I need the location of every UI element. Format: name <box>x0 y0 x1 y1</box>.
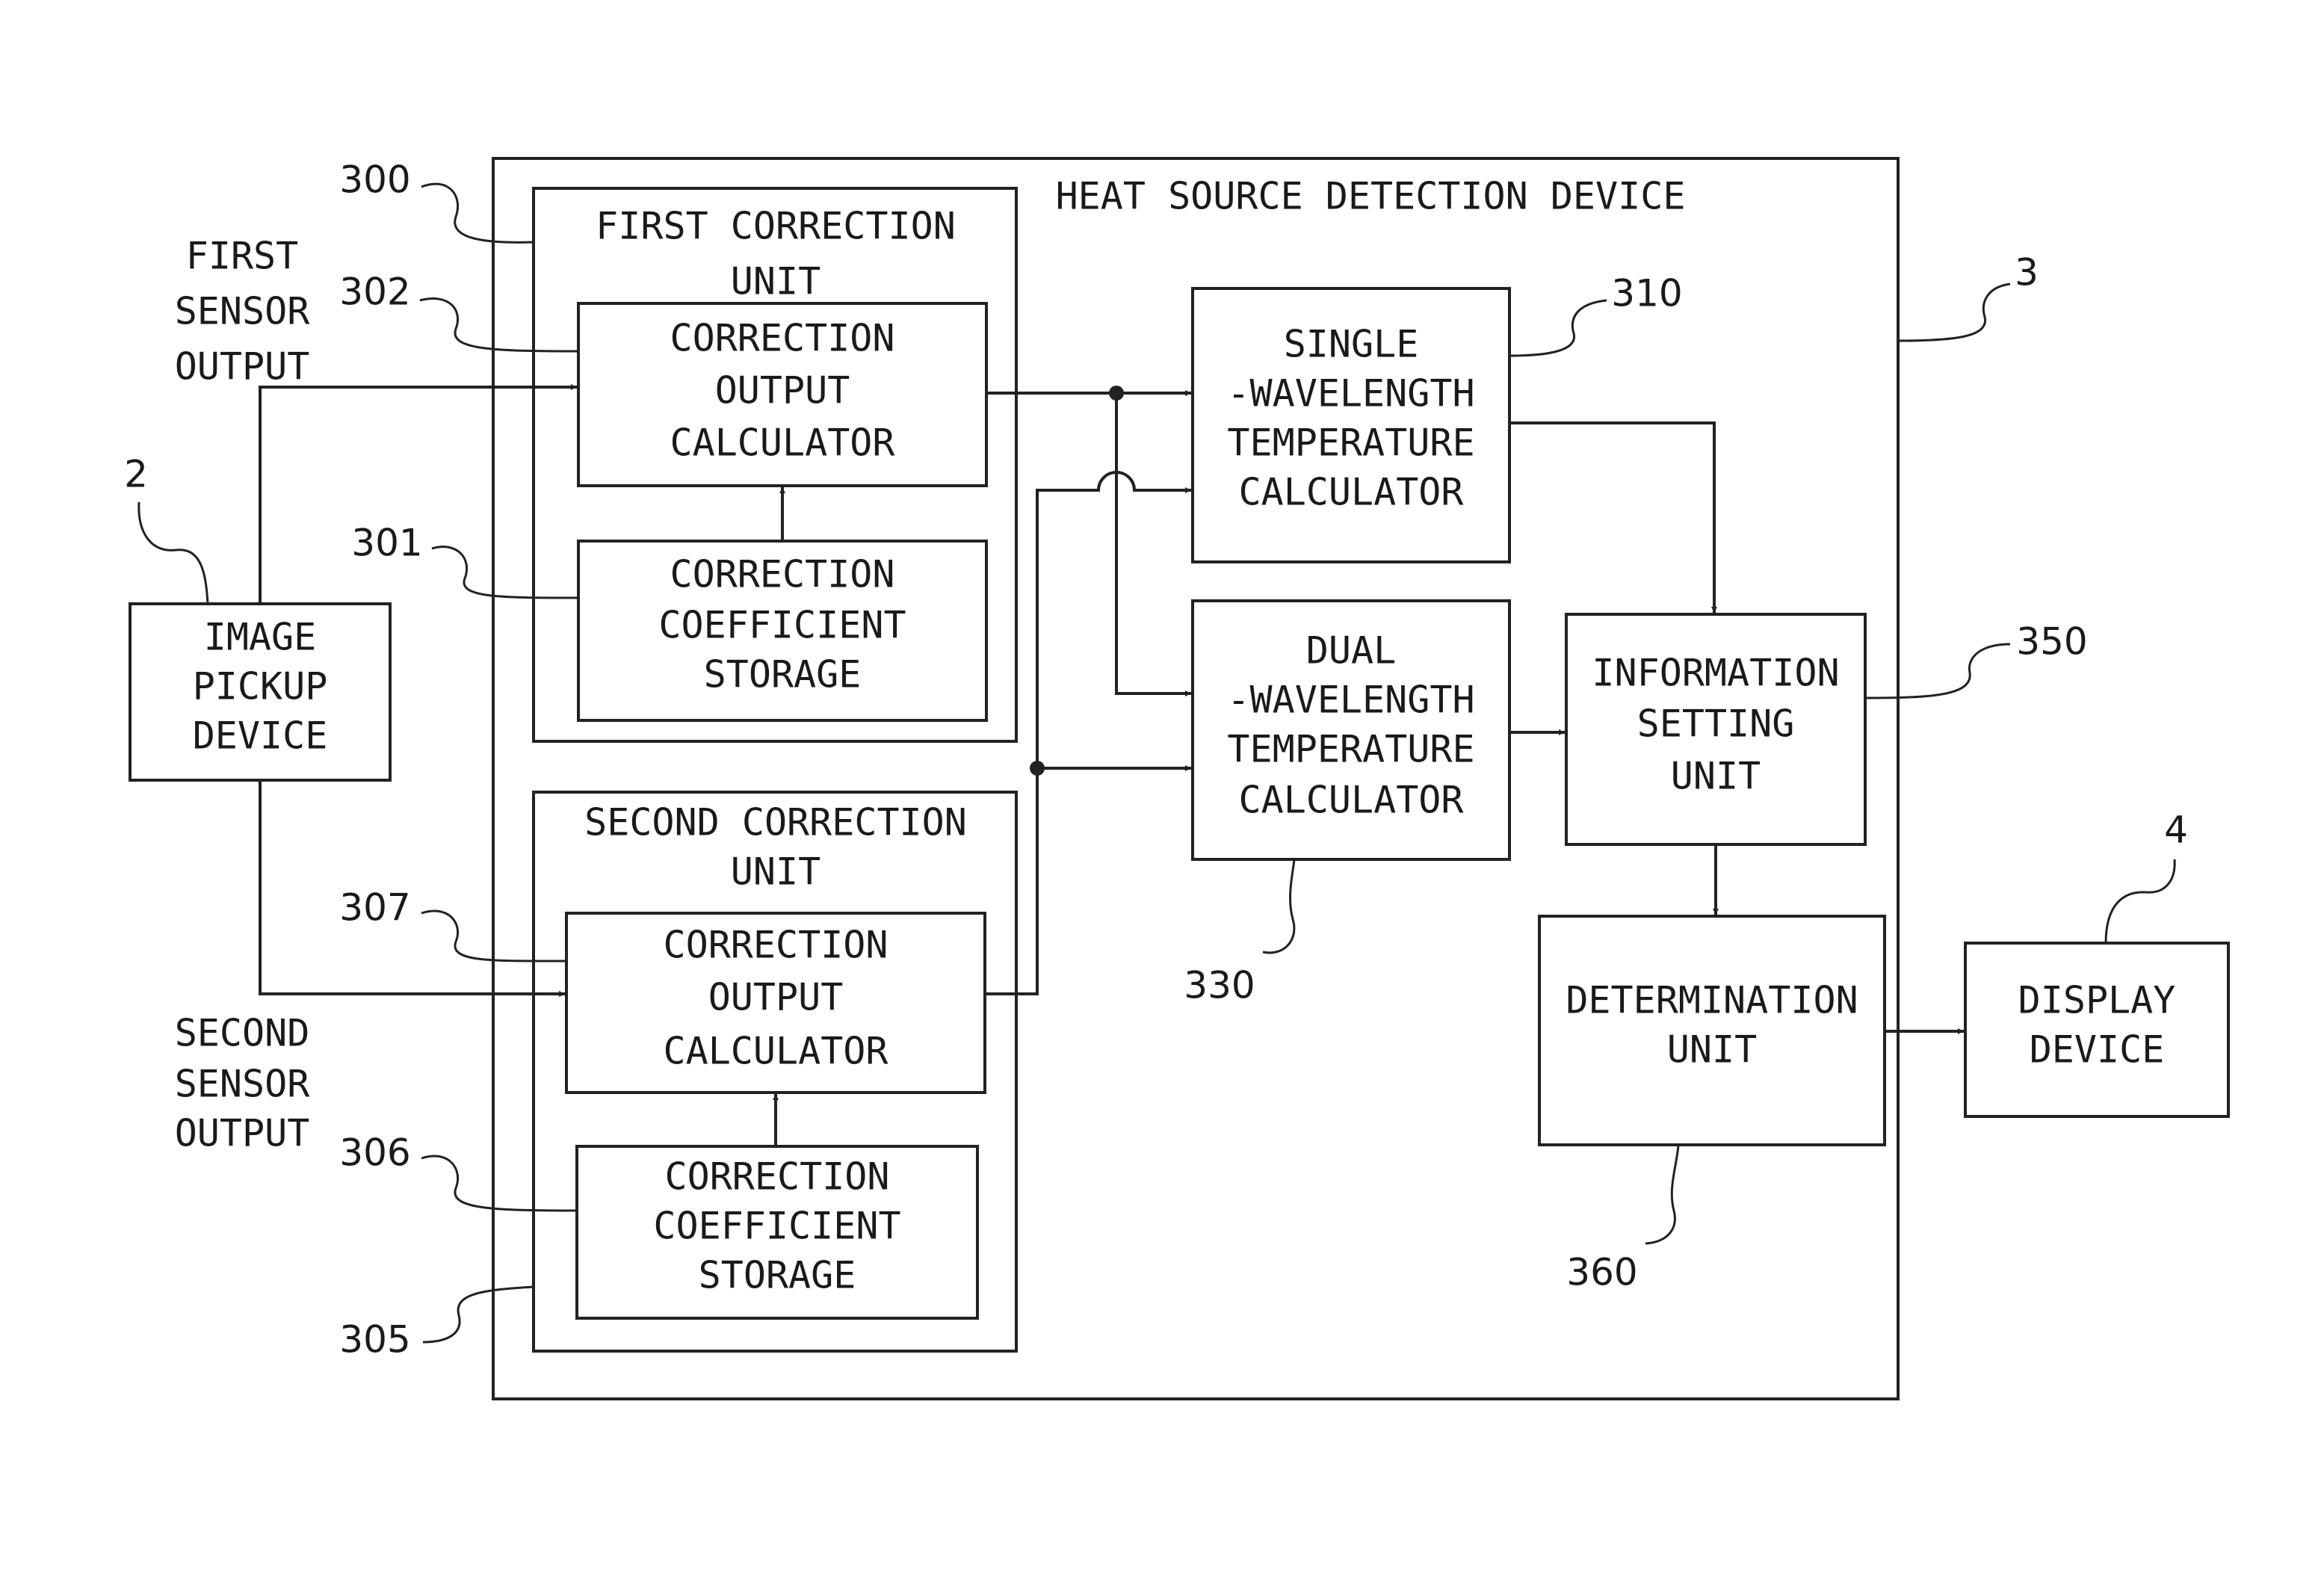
dual-wavelength-calculator-line-3: TEMPERATURE <box>1227 728 1474 771</box>
single-wavelength-calculator-line-1: SINGLE <box>1284 323 1419 366</box>
first-sensor-output-line-2: SENSOR <box>175 290 311 333</box>
first-correction-coefficient-storage-line-2: COEFFICIENT <box>658 604 906 647</box>
image-pickup-device-line-2: PICKUP <box>193 665 328 708</box>
second-correction-output-calculator-line-1: CORRECTION <box>663 924 888 967</box>
dual-wavelength-calculator-line-2: -WAVELENGTH <box>1227 679 1474 722</box>
second-correction-output-calculator-line-2: OUTPUT <box>708 976 844 1019</box>
ref-305: 305 <box>339 1318 410 1362</box>
ref-2-leader <box>139 502 208 604</box>
ref-302-leader <box>420 299 578 351</box>
image-pickup-device-line-3: DEVICE <box>193 714 328 758</box>
ref-330-leader <box>1263 859 1294 953</box>
first-sensor-output-line-3: OUTPUT <box>175 345 310 389</box>
ref-2: 2 <box>124 453 148 496</box>
ref-360-leader <box>1645 1145 1678 1243</box>
information-setting-unit-line-3: UNIT <box>1671 755 1761 798</box>
ref-300-leader <box>421 184 534 242</box>
second-correction-coefficient-storage-line-2: COEFFICIENT <box>653 1205 900 1248</box>
ref-301-leader <box>432 547 578 598</box>
first-correction-coefficient-storage-line-1: CORRECTION <box>670 553 894 596</box>
single-wavelength-calculator-line-2: -WAVELENGTH <box>1227 372 1474 415</box>
ref-301: 301 <box>351 522 422 565</box>
first-sensor-output-connector <box>260 387 577 604</box>
first-correction-unit-label-line-2: UNIT <box>731 260 820 303</box>
device-title: HEAT SOURCE DETECTION DEVICE <box>1056 175 1686 218</box>
information-setting-unit-line-2: SETTING <box>1637 702 1795 746</box>
ref-306-leader <box>421 1156 577 1211</box>
ref-305-leader <box>423 1287 534 1342</box>
first-correction-output-calculator-line-3: CALCULATOR <box>670 421 895 465</box>
ref-4: 4 <box>2164 809 2188 852</box>
second-output-junction-dot <box>1030 761 1045 776</box>
first-correction-output-to-dual-connector <box>1116 393 1191 693</box>
first-correction-coefficient-storage-line-3: STORAGE <box>704 653 862 696</box>
second-correction-output-calculator-line-3: CALCULATOR <box>663 1030 889 1073</box>
ref-350-leader <box>1865 644 2010 698</box>
dual-wavelength-calculator-line-1: DUAL <box>1306 629 1396 673</box>
display-device-line-2: DEVICE <box>2030 1028 2165 1072</box>
second-correction-unit-label-line-1: SECOND CORRECTION <box>584 801 967 844</box>
display-device-line-1: DISPLAY <box>2018 979 2176 1022</box>
single-wavelength-calculator-line-3: TEMPERATURE <box>1227 421 1474 465</box>
ref-310-leader <box>1509 300 1607 356</box>
determination-unit-line-1: DETERMINATION <box>1566 979 1858 1022</box>
second-sensor-output-line-1: SECOND <box>175 1012 310 1055</box>
ref-3-leader <box>1898 284 2010 341</box>
second-sensor-output-line-2: SENSOR <box>175 1063 311 1106</box>
ref-360: 360 <box>1566 1251 1637 1294</box>
ref-3: 3 <box>2015 251 2039 294</box>
first-output-junction-dot <box>1109 386 1124 401</box>
image-pickup-device-line-1: IMAGE <box>204 616 317 659</box>
ref-330: 330 <box>1184 964 1255 1007</box>
ref-306: 306 <box>339 1131 410 1175</box>
first-correction-output-calculator-line-1: CORRECTION <box>670 317 894 360</box>
ref-350: 350 <box>2016 620 2087 664</box>
ref-300: 300 <box>339 158 410 202</box>
single-to-information-connector <box>1509 423 1714 613</box>
ref-4-leader <box>2106 859 2175 943</box>
first-correction-unit-label-line-1: FIRST CORRECTION <box>596 205 956 248</box>
first-correction-output-calculator-line-2: OUTPUT <box>715 369 850 413</box>
ref-307: 307 <box>339 886 410 930</box>
second-correction-coefficient-storage-line-1: CORRECTION <box>664 1155 889 1199</box>
first-sensor-output-line-1: FIRST <box>186 235 299 278</box>
second-correction-unit-label-line-2: UNIT <box>731 850 820 894</box>
dual-wavelength-calculator-line-4: CALCULATOR <box>1238 779 1464 822</box>
single-wavelength-calculator-line-4: CALCULATOR <box>1238 471 1464 514</box>
ref-302: 302 <box>339 271 410 314</box>
second-sensor-output-line-3: OUTPUT <box>175 1112 310 1155</box>
second-correction-coefficient-storage-line-3: STORAGE <box>699 1254 856 1297</box>
ref-310: 310 <box>1611 272 1682 315</box>
information-setting-unit-line-1: INFORMATION <box>1592 652 1839 695</box>
determination-unit-line-2: UNIT <box>1667 1028 1757 1072</box>
